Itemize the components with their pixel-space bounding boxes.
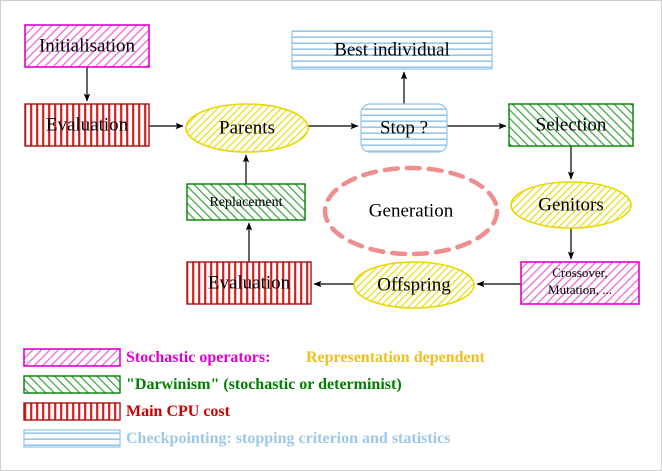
legend-swatch-cpu-cost	[23, 402, 121, 421]
node-shape-crossover	[520, 261, 640, 305]
node-label-genitors: Genitors	[538, 194, 603, 215]
legend-item-checkpoint: Checkpointing: stopping criterion and st…	[23, 429, 450, 448]
node-genitors: Genitors	[510, 181, 632, 229]
node-best-individual: Best individual	[291, 30, 493, 70]
node-label-evaluation-top: Evaluation	[46, 114, 129, 135]
node-label-generation: Generation	[369, 200, 454, 221]
legend-swatch-checkpoint	[23, 429, 121, 448]
node-generation: Generation	[322, 165, 500, 257]
legend-swatch-darwinism	[23, 375, 121, 394]
legend-swatch-stochastic	[23, 348, 121, 367]
legend-label-cpu-cost: Main CPU cost	[126, 403, 231, 420]
legend-extra-label-stochastic: Representation dependent	[306, 349, 485, 366]
node-evaluation-bot: Evaluation	[186, 261, 312, 305]
legend-item-cpu-cost: Main CPU cost	[23, 402, 231, 421]
node-shape-genitors	[510, 181, 632, 229]
legend-layer: Stochastic operators: Representation depe…	[23, 348, 485, 448]
node-shape-generation	[322, 165, 500, 257]
node-parents: Parents	[185, 103, 309, 153]
node-crossover: Crossover, Mutation, ...	[520, 261, 640, 305]
node-shape-offspring	[353, 261, 475, 309]
node-shape-parents	[185, 103, 309, 153]
node-evaluation-top: Evaluation	[24, 103, 150, 147]
legend-label-darwinism: "Darwinism" (stochastic or determinist)	[126, 376, 402, 393]
node-label-best-individual: Best individual	[334, 39, 450, 60]
legend-label-checkpoint: Checkpointing: stopping criterion and st…	[126, 430, 450, 447]
node-selection: Selection	[508, 103, 634, 147]
node-stop: Stop ?	[360, 103, 448, 153]
node-label-crossover: Crossover,	[552, 265, 607, 280]
legend-item-darwinism: "Darwinism" (stochastic or determinist)	[23, 375, 402, 394]
legend-label-stochastic: Stochastic operators:	[126, 349, 270, 366]
legend-item-stochastic: Stochastic operators: Representation depe…	[23, 348, 485, 367]
node-shape-evaluation-bot	[186, 261, 312, 305]
node-label-initialisation: Initialisation	[39, 35, 136, 56]
node-offspring: Offspring	[353, 261, 475, 309]
node-shape-best-individual	[291, 30, 493, 70]
node-initialisation: Initialisation	[24, 24, 150, 68]
node-shape-stop	[360, 103, 448, 153]
node-label-selection: Selection	[536, 114, 607, 135]
node-replacement: Replacement	[186, 183, 306, 221]
edges-layer	[83, 67, 575, 288]
node-label-replacement: Replacement	[209, 195, 282, 210]
node-label-parents: Parents	[219, 117, 275, 138]
node-shape-selection	[508, 103, 634, 147]
node-shape-replacement	[186, 183, 306, 221]
node-label-offspring: Offspring	[377, 274, 451, 295]
node-shape-evaluation-top	[24, 103, 150, 147]
node-label-evaluation-bot: Evaluation	[208, 272, 291, 293]
node-label-crossover: Mutation, ...	[548, 282, 612, 297]
node-label-stop: Stop ?	[380, 117, 428, 138]
node-shape-initialisation	[24, 24, 150, 68]
